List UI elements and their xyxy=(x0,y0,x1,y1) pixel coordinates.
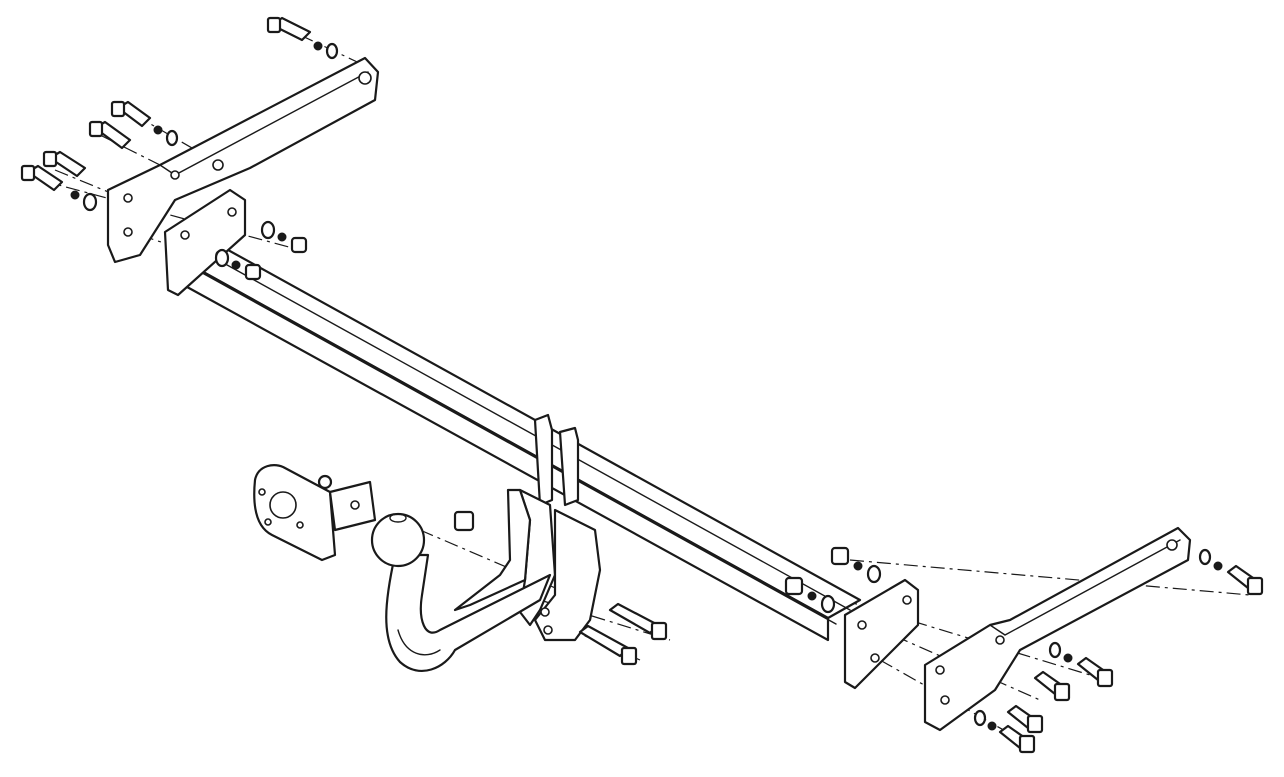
lock-washer xyxy=(853,561,863,571)
bolt xyxy=(1076,656,1114,688)
right-end-plate xyxy=(843,578,920,690)
nut xyxy=(830,546,850,566)
lock-washer xyxy=(1063,653,1073,663)
right-bracket xyxy=(923,526,1192,732)
bolt xyxy=(1226,564,1264,596)
bolt xyxy=(42,150,87,178)
washer xyxy=(820,594,836,614)
washer xyxy=(973,709,987,727)
nut xyxy=(453,510,475,532)
lock-washer xyxy=(1213,561,1223,571)
bolt xyxy=(110,100,152,128)
lock-washer xyxy=(231,260,241,270)
lock-washer xyxy=(277,232,287,242)
bolt xyxy=(608,602,668,641)
socket-plate xyxy=(253,464,377,562)
lock-washer xyxy=(807,591,817,601)
nut xyxy=(244,263,262,281)
washer xyxy=(165,129,179,147)
washer xyxy=(1048,641,1062,659)
center-mount-plates xyxy=(518,413,602,642)
lock-washer xyxy=(987,721,997,731)
tow-bar-crossbeam xyxy=(176,238,862,642)
nut xyxy=(290,236,308,254)
nut xyxy=(784,576,804,596)
tow-ball xyxy=(370,512,426,568)
washer xyxy=(325,42,339,60)
washer xyxy=(260,220,276,240)
bolt xyxy=(1033,670,1071,702)
bolt xyxy=(1006,704,1044,734)
bolt xyxy=(578,624,638,666)
bolt xyxy=(998,724,1036,754)
washer xyxy=(866,564,882,584)
washer xyxy=(1198,548,1212,566)
bolt xyxy=(20,164,64,192)
bolt xyxy=(266,16,312,42)
lock-washer xyxy=(70,190,80,200)
washer xyxy=(214,248,230,268)
washer xyxy=(82,192,98,212)
left-bracket xyxy=(106,56,380,264)
lock-washer xyxy=(313,41,323,51)
tow-ball-neck xyxy=(385,488,552,672)
lock-washer xyxy=(153,125,163,135)
bolt xyxy=(88,120,132,150)
hardware xyxy=(20,16,1264,754)
